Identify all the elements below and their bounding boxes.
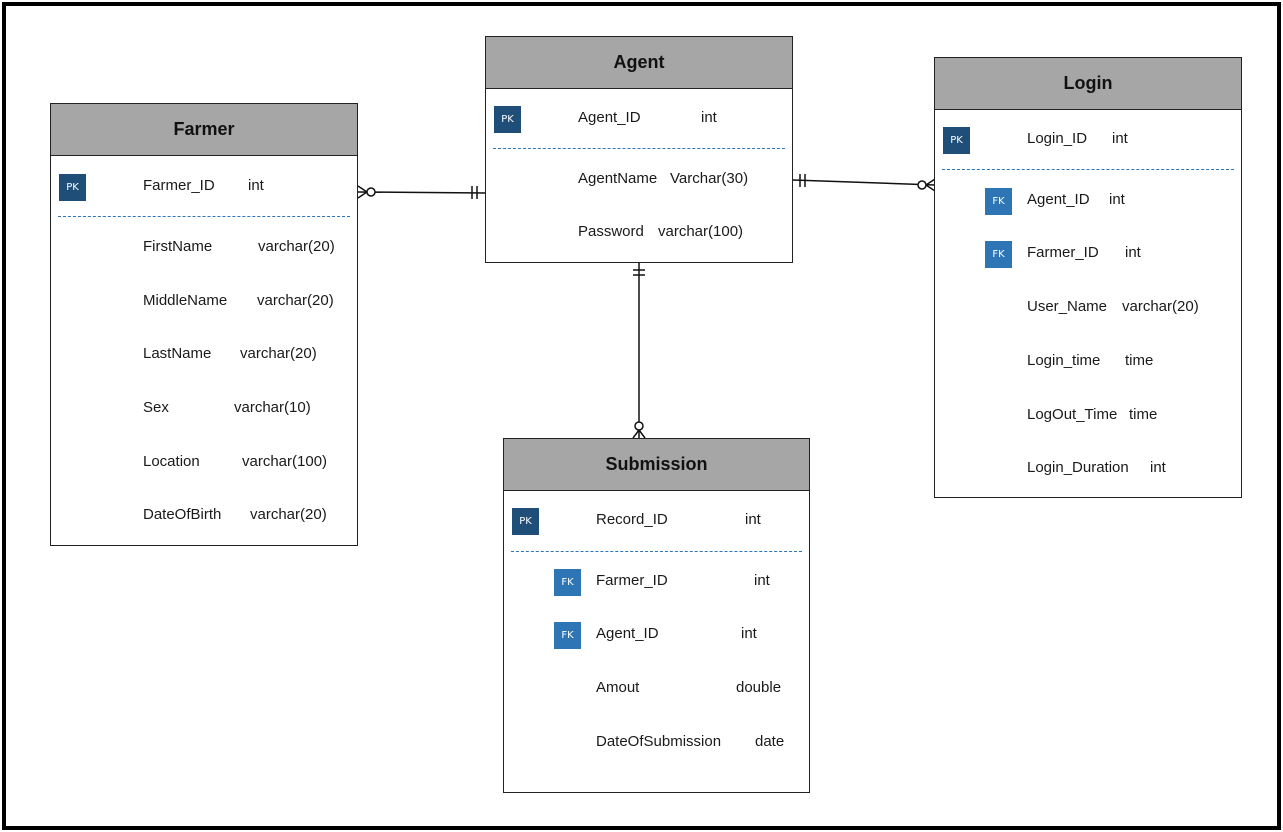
rel-agent-submission-sub-circle bbox=[634, 421, 644, 431]
field-type: varchar(20) bbox=[1122, 298, 1199, 315]
field-type: time bbox=[1125, 352, 1154, 369]
fk-badge: FK bbox=[985, 188, 1012, 215]
fk-badge: FK bbox=[985, 241, 1012, 268]
entity-title: Login bbox=[935, 58, 1241, 110]
field-type: int bbox=[741, 625, 757, 642]
entity-login[interactable]: Login PK Login_ID int FK Agent_ID int FK… bbox=[934, 57, 1242, 498]
field-name: Sex bbox=[143, 399, 169, 416]
field-name: Location bbox=[143, 453, 200, 470]
field-name: Login_Duration bbox=[1027, 459, 1129, 476]
rel-agent-farmer-farmer-circle bbox=[366, 187, 376, 197]
field-row: Login_time time bbox=[935, 347, 1241, 377]
pk-divider bbox=[942, 169, 1234, 170]
pk-divider bbox=[511, 551, 802, 552]
field-type: varchar(20) bbox=[258, 238, 335, 255]
fk-row: FK Farmer_ID int bbox=[504, 567, 809, 597]
field-type: varchar(20) bbox=[250, 506, 327, 523]
rel-agent-farmer-crow-2 bbox=[357, 191, 368, 199]
field-type: double bbox=[736, 679, 782, 696]
field-row: Password varchar(100) bbox=[486, 218, 792, 248]
field-name: Amout bbox=[596, 679, 640, 696]
field-row: LastName varchar(20) bbox=[51, 340, 357, 370]
field-name: DateOfSubmission bbox=[596, 733, 722, 750]
field-type: Varchar(30) bbox=[670, 170, 749, 187]
field-name: DateOfBirth bbox=[143, 506, 222, 523]
field-row: Sex varchar(10) bbox=[51, 394, 357, 424]
pk-row: PK Farmer_ID int bbox=[51, 172, 357, 202]
rel-agent-submission-crow-2 bbox=[638, 429, 646, 439]
field-type: int bbox=[1109, 191, 1125, 208]
pk-row: PK Agent_ID int bbox=[486, 104, 792, 134]
field-name: User_Name bbox=[1027, 298, 1108, 315]
field-name: Agent_ID bbox=[578, 109, 641, 126]
field-type: time bbox=[1129, 406, 1158, 423]
entity-title: Submission bbox=[504, 439, 809, 491]
field-row: FirstName varchar(20) bbox=[51, 233, 357, 263]
field-row: MiddleName varchar(20) bbox=[51, 287, 357, 317]
field-name: Login_ID bbox=[1027, 130, 1088, 147]
pk-badge: PK bbox=[512, 508, 539, 535]
fk-badge: FK bbox=[554, 622, 581, 649]
field-row: DateOfSubmission date bbox=[504, 728, 809, 758]
field-row: Login_Duration int bbox=[935, 454, 1241, 484]
rel-agent-farmer-crow-1 bbox=[357, 185, 368, 193]
field-row: Location varchar(100) bbox=[51, 448, 357, 478]
field-type: int bbox=[754, 572, 770, 589]
field-type: int bbox=[1125, 244, 1141, 261]
field-name: Farmer_ID bbox=[143, 177, 215, 194]
fk-row: FK Farmer_ID int bbox=[935, 239, 1241, 269]
pk-badge: PK bbox=[59, 174, 86, 201]
fk-row: FK Agent_ID int bbox=[935, 186, 1241, 216]
field-type: int bbox=[745, 511, 761, 528]
fk-row: FK Agent_ID int bbox=[504, 620, 809, 650]
entity-agent[interactable]: Agent PK Agent_ID int AgentName Varchar(… bbox=[485, 36, 793, 263]
field-row: User_Name varchar(20) bbox=[935, 293, 1241, 323]
field-name: Agent_ID bbox=[596, 625, 659, 642]
field-name: LastName bbox=[143, 345, 212, 362]
pk-badge: PK bbox=[494, 106, 521, 133]
field-row: DateOfBirth varchar(20) bbox=[51, 501, 357, 531]
fk-badge: FK bbox=[554, 569, 581, 596]
rel-agent-login-crow-2 bbox=[925, 184, 936, 192]
field-name: Farmer_ID bbox=[1027, 244, 1099, 261]
entity-farmer[interactable]: Farmer PK Farmer_ID int FirstName varcha… bbox=[50, 103, 358, 546]
entity-title: Farmer bbox=[51, 104, 357, 156]
field-row: Amout double bbox=[504, 674, 809, 704]
field-type: varchar(100) bbox=[658, 223, 744, 240]
field-type: int bbox=[248, 177, 264, 194]
rel-agent-farmer-line bbox=[357, 191, 487, 194]
field-name: Login_time bbox=[1027, 352, 1101, 369]
entity-submission[interactable]: Submission PK Record_ID int FK Farmer_ID… bbox=[503, 438, 810, 793]
field-type: varchar(10) bbox=[234, 399, 311, 416]
field-name: Password bbox=[578, 223, 644, 240]
field-type: int bbox=[1150, 459, 1166, 476]
field-name: Farmer_ID bbox=[596, 572, 668, 589]
rel-agent-login-line bbox=[792, 179, 936, 186]
field-name: MiddleName bbox=[143, 292, 228, 309]
field-name: LogOut_Time bbox=[1027, 406, 1118, 423]
field-name: Agent_ID bbox=[1027, 191, 1090, 208]
field-type: varchar(20) bbox=[257, 292, 334, 309]
pk-divider bbox=[58, 216, 350, 217]
pk-divider bbox=[493, 148, 785, 149]
rel-agent-login-login-circle bbox=[917, 180, 927, 190]
field-type: varchar(100) bbox=[242, 453, 328, 470]
field-name: Record_ID bbox=[596, 511, 668, 528]
pk-row: PK Login_ID int bbox=[935, 125, 1241, 155]
field-row: LogOut_Time time bbox=[935, 401, 1241, 431]
rel-agent-login-crow-1 bbox=[925, 178, 936, 186]
field-type: varchar(20) bbox=[240, 345, 317, 362]
rel-agent-submission-crow-1 bbox=[632, 429, 640, 439]
field-name: AgentName bbox=[578, 170, 658, 187]
field-type: date bbox=[755, 733, 785, 750]
field-type: int bbox=[1112, 130, 1128, 147]
field-type: int bbox=[701, 109, 717, 126]
entity-title: Agent bbox=[486, 37, 792, 89]
pk-row: PK Record_ID int bbox=[504, 506, 809, 536]
field-row: AgentName Varchar(30) bbox=[486, 165, 792, 195]
pk-badge: PK bbox=[943, 127, 970, 154]
field-name: FirstName bbox=[143, 238, 213, 255]
